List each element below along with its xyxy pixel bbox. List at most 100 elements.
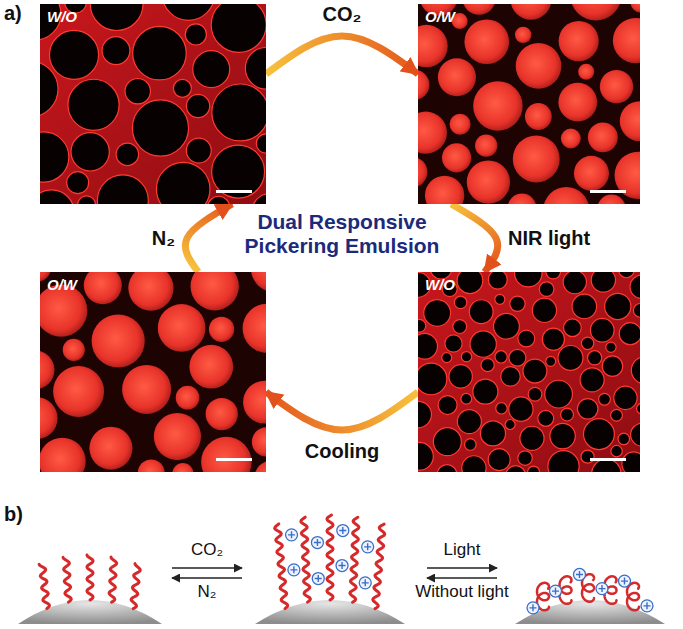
collapsed-chain [627, 583, 639, 611]
oil-droplet [464, 19, 509, 64]
cation-symbol [336, 560, 348, 572]
oil-droplet [40, 438, 86, 472]
stimulus-arrow [451, 204, 497, 272]
water-droplet [449, 365, 472, 388]
water-droplet [633, 303, 640, 317]
water-droplet [462, 456, 486, 472]
water-droplet [495, 294, 505, 304]
water-droplet [606, 342, 616, 352]
oil-droplet [418, 25, 448, 68]
cation-symbol [312, 573, 324, 585]
polymer-chain [87, 555, 93, 600]
stimulus-label: N₂ [198, 582, 217, 602]
water-droplet [558, 345, 583, 370]
water-droplet [457, 410, 481, 434]
water-droplet [418, 401, 431, 428]
micrograph-panel: W/O [40, 4, 266, 204]
micrograph-panel: O/W [40, 272, 266, 472]
oil-droplet [128, 272, 173, 311]
water-droplet [611, 445, 622, 456]
oil-droplet [84, 272, 122, 304]
oil-droplet [206, 398, 238, 430]
oil-droplet [189, 345, 233, 389]
water-droplet [546, 272, 561, 279]
oil-droplet [92, 314, 145, 367]
water-droplet [211, 4, 266, 52]
oil-droplet [467, 160, 510, 203]
polymer-chain [131, 564, 140, 609]
water-droplet [501, 367, 521, 387]
cation-symbol [359, 577, 371, 589]
oil-droplet [462, 4, 495, 15]
water-droplet [208, 196, 230, 204]
water-droplet [619, 272, 634, 278]
oil-droplet [511, 4, 552, 20]
water-droplet [590, 318, 614, 342]
water-droplet [193, 51, 230, 88]
water-droplet [494, 313, 520, 339]
oil-droplet [191, 272, 239, 310]
water-droplet [564, 319, 582, 337]
cation-symbol [362, 541, 374, 553]
water-droplet [40, 190, 74, 204]
water-droplet [618, 433, 629, 444]
water-droplet [591, 272, 615, 292]
oil-droplet [251, 272, 266, 292]
water-droplet [515, 272, 542, 287]
oil-droplet [630, 4, 640, 13]
oil-droplet [63, 339, 85, 361]
water-droplet [437, 465, 457, 472]
oil-droplet [561, 129, 581, 149]
oil-droplet [515, 27, 531, 43]
cation-symbol [527, 602, 539, 614]
water-droplet [252, 194, 266, 204]
water-droplet [212, 145, 265, 198]
water-droplet [583, 419, 614, 450]
micrograph-panel: W/O [418, 272, 640, 472]
oil-droplet [600, 70, 633, 103]
particle [18, 600, 162, 624]
oil-droplet [525, 103, 552, 130]
water-droplet [509, 397, 533, 421]
polymer-chain [350, 517, 359, 602]
phase-label: W/O [40, 4, 84, 30]
oil-droplet [89, 427, 132, 470]
scale-bar [216, 458, 252, 461]
water-droplet [528, 466, 540, 472]
water-droplet [464, 439, 476, 451]
oil-droplet [158, 304, 206, 352]
water-droplet [518, 451, 533, 466]
stimulus-arrow [266, 392, 418, 430]
cation-symbol [288, 564, 300, 576]
water-droplet [611, 409, 623, 421]
stimulus-label: N₂ [150, 227, 177, 250]
water-droplet [480, 421, 505, 446]
particle [255, 600, 405, 624]
water-droplet [418, 363, 447, 395]
water-droplet [631, 423, 640, 446]
water-droplet [520, 426, 544, 450]
water-droplet [186, 138, 211, 163]
water-droplet [563, 272, 586, 294]
water-droplet [572, 294, 597, 319]
micrograph-image [40, 272, 266, 472]
cation-symbol [311, 537, 323, 549]
cation-symbol [619, 575, 631, 587]
micrograph-image [40, 4, 266, 204]
scale-bar [590, 458, 626, 461]
reversible-arrow [172, 567, 242, 569]
oil-droplet [588, 122, 618, 152]
stimulus-arrow [185, 204, 232, 272]
water-droplet [212, 84, 266, 141]
phase-label: O/W [418, 4, 462, 30]
water-droplet [132, 100, 188, 156]
continuous-phase [418, 272, 640, 472]
water-droplet [539, 282, 554, 297]
water-droplet [619, 323, 640, 345]
water-droplet [631, 357, 640, 384]
oil-droplet [172, 463, 193, 472]
oil-droplet [475, 134, 497, 156]
cation-symbol [641, 600, 653, 612]
water-droplet [496, 403, 507, 414]
cation-symbol [337, 525, 349, 537]
